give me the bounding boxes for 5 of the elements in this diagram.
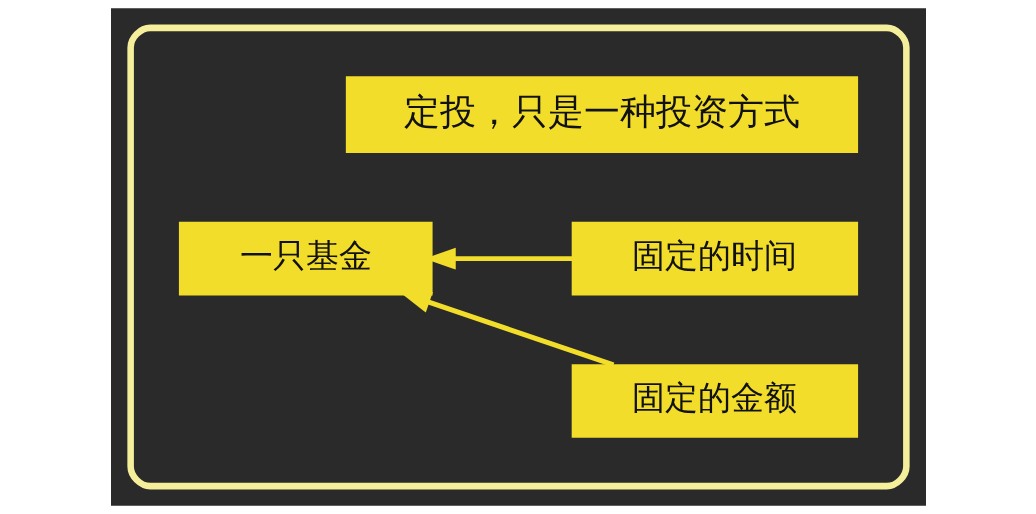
node-box: 固定的时间 bbox=[571, 221, 858, 296]
node-box: 固定的金额 bbox=[571, 364, 858, 438]
node-box: 一只基金 bbox=[178, 221, 433, 296]
cluster bbox=[126, 24, 910, 490]
node-box: 定投，只是一种投资方式 bbox=[345, 76, 858, 154]
